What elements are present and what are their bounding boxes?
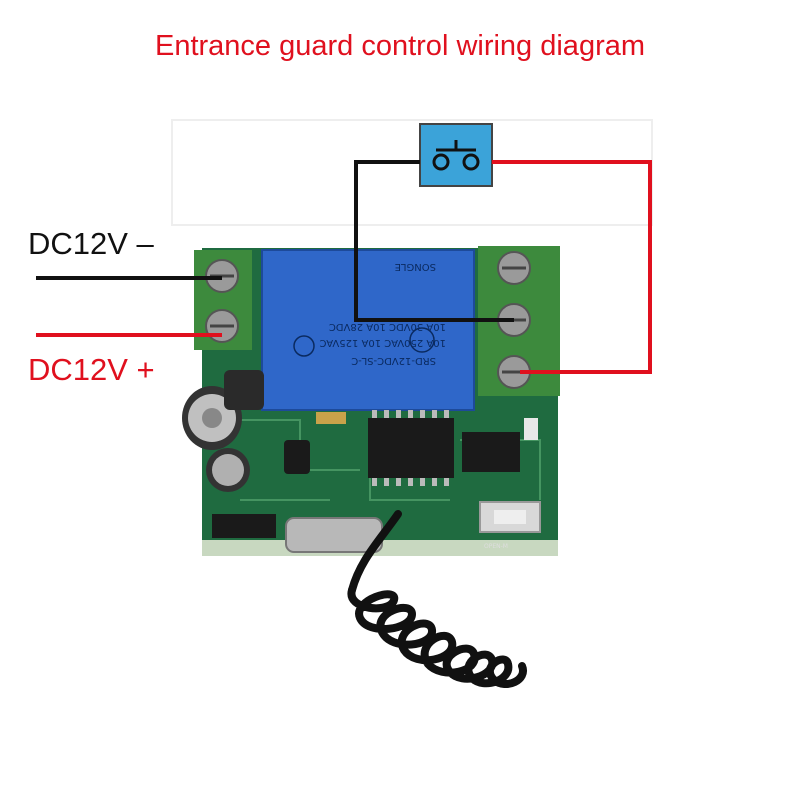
crystal-oscillator [285, 517, 383, 553]
wire-switch-to-no [492, 160, 652, 374]
header-pins [212, 514, 276, 538]
relay: SRD-12VDC-SL-C 10A 250VAC 10A 125VAC 10A… [261, 249, 475, 411]
wire-switch-to-com [354, 160, 514, 322]
diagram-title: Entrance guard control wiring diagram [154, 30, 646, 62]
learn-button[interactable] [479, 501, 541, 533]
ul-logo-icon [293, 335, 315, 357]
push-button-switch-icon[interactable] [419, 123, 493, 187]
electrolytic-capacitor-small [206, 448, 250, 492]
resistor [316, 412, 346, 424]
background-outline [171, 119, 653, 226]
relay-model: SRD-12VDC-SL-C [351, 355, 436, 366]
dc-negative-label: DC12V – [28, 226, 154, 261]
relay-brand: SONGLE [395, 261, 436, 272]
ic-chip-1 [368, 410, 454, 486]
relay-rating-2: 10A 30VDC 10A 28VDC [329, 321, 446, 332]
inductor [224, 370, 264, 410]
button-marking: OPEN-M [484, 543, 508, 550]
cqc-logo-icon [409, 327, 435, 353]
dc-positive-label: DC12V + [28, 352, 155, 387]
transistor [284, 440, 310, 474]
jumper [524, 418, 538, 440]
relay-rating-1: 10A 250VAC 10A 125VAC [319, 337, 446, 348]
coiled-antenna [347, 510, 527, 688]
ic-chip-2 [462, 432, 520, 472]
